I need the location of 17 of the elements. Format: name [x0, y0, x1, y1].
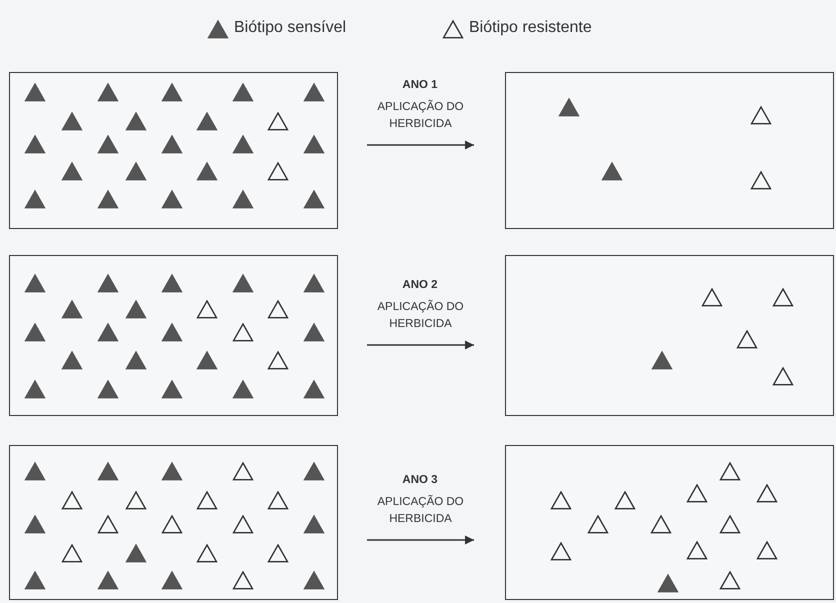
edge-label: APLICAÇÃO DO HERBICIDA: [376, 299, 465, 332]
legend-label: Biótipo resistente: [469, 19, 592, 37]
population-panel: [9, 255, 338, 416]
edge-label: APLICAÇÃO DO HERBICIDA: [376, 99, 465, 132]
arrow: [367, 536, 474, 544]
population-panel: [505, 255, 834, 416]
population-panel: [9, 72, 338, 229]
year-label: ANO 1: [401, 79, 439, 91]
edge-label: APLICAÇÃO DO HERBICIDA: [376, 494, 465, 527]
legend-label: Biótipo sensível: [234, 19, 346, 37]
population-panel: [9, 445, 338, 600]
year-label: ANO 3: [401, 474, 439, 486]
population-panel: [505, 445, 834, 600]
population-panel: [505, 72, 834, 229]
arrow: [367, 340, 474, 350]
year-label: ANO 2: [401, 279, 439, 291]
arrow: [367, 140, 474, 150]
